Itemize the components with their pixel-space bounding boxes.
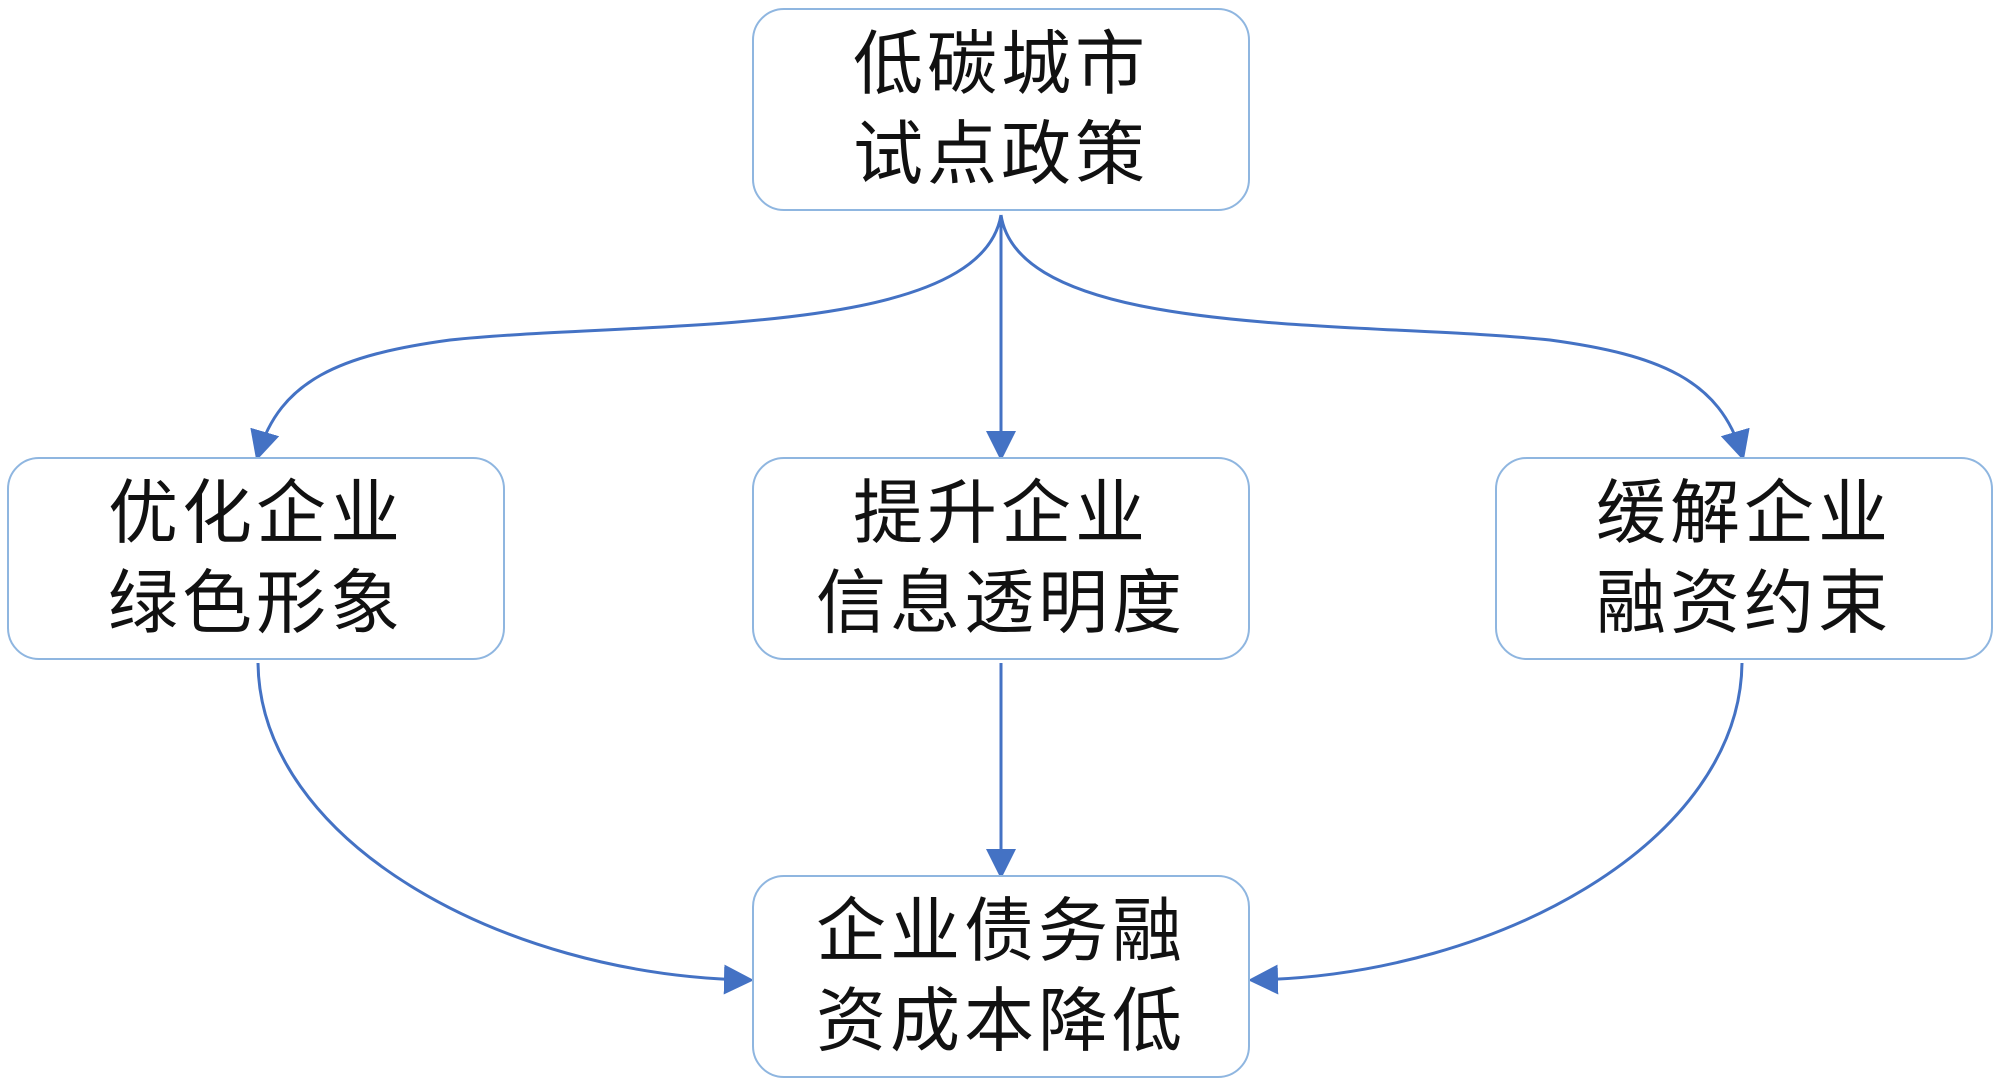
node-top-line2: 试点政策 — [853, 112, 1149, 195]
node-green-image: 优化企业 绿色形象 — [7, 457, 505, 660]
node-top-line1: 低碳城市 — [853, 22, 1149, 105]
arrow-top-to-right — [999, 214, 1750, 461]
node-financing-constraints: 缓解企业 融资约束 — [1495, 457, 1993, 660]
node-bottom-line2: 资成本降低 — [816, 979, 1186, 1062]
node-right-line1: 缓解企业 — [1596, 471, 1892, 554]
node-left-line1: 优化企业 — [108, 471, 404, 554]
arrow-left-to-bottom — [256, 662, 754, 995]
node-info-transparency: 提升企业 信息透明度 — [752, 457, 1250, 660]
node-middle-line2: 信息透明度 — [816, 561, 1186, 644]
arrow-top-to-left — [250, 214, 1003, 461]
node-bottom-line1: 企业债务融 — [816, 889, 1186, 972]
node-left-line2: 绿色形象 — [108, 561, 404, 644]
node-middle-line1: 提升企业 — [853, 471, 1149, 554]
node-debt-financing-cost: 企业债务融 资成本降低 — [752, 875, 1250, 1078]
node-right-line2: 融资约束 — [1596, 561, 1892, 644]
node-low-carbon-pilot-policy: 低碳城市 试点政策 — [752, 8, 1250, 211]
arrow-right-to-bottom — [1248, 662, 1744, 995]
